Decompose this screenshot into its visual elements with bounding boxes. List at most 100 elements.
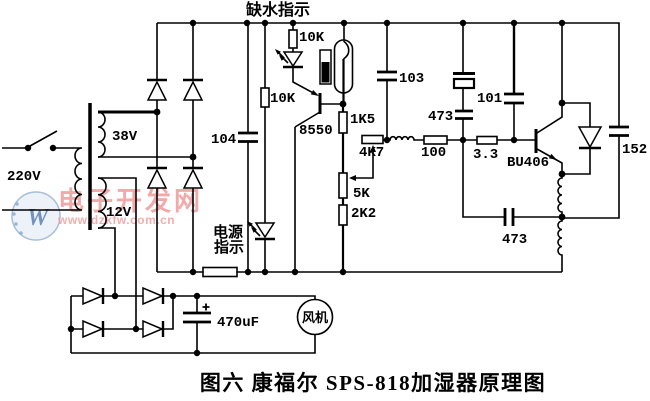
output-inductor — [557, 174, 563, 272]
capacitor-152-label: 152 — [622, 142, 647, 158]
bias-resistor-chain: 1K5 4K7 5K 2K2 — [338, 104, 387, 272]
power-indicator-label-1: 电源 — [213, 223, 243, 241]
float-switch-reed — [342, 40, 350, 60]
watermark-logo-dot — [19, 231, 23, 235]
ac-feed-wires — [98, 177, 137, 329]
capacitor-470uf-label: 470uF — [217, 315, 259, 331]
capacitor-473-osc-label: 473 — [428, 109, 453, 125]
diode — [142, 286, 164, 306]
bridge-rectifier-12v — [70, 177, 316, 354]
polarity-plus-sign — [202, 303, 210, 311]
diode-cathode-bars — [101, 288, 165, 337]
resonator-leads — [462, 23, 505, 218]
diode — [146, 80, 168, 101]
potentiometer-4k7 — [361, 134, 384, 145]
resistor-10k-base-label: 10K — [270, 91, 296, 107]
resistor-100 — [423, 135, 448, 145]
inductor-upper — [557, 174, 563, 217]
mains-primary-wiring — [2, 130, 83, 211]
feedback-inductor — [387, 135, 424, 141]
watermark-logo-dot — [15, 202, 19, 206]
diode — [182, 168, 204, 189]
watermark: W 电子开发网 www.dzkfw.com.cn — [11, 186, 203, 241]
water-low-indicator-label: 缺水指示 — [246, 0, 310, 19]
pnp-emitter-arrow — [310, 90, 319, 96]
transistor-bu406: BU406 — [507, 23, 563, 174]
switch-contact — [49, 144, 57, 152]
secondary-38v-winding — [97, 111, 106, 158]
capacitor-152: 152 — [609, 125, 647, 158]
top-supply-rail — [157, 22, 620, 219]
capacitor-473-feedback: 473 — [502, 208, 562, 248]
capacitor-152-plates — [609, 125, 629, 137]
inductor-lower — [557, 217, 563, 272]
resistor-100-label: 100 — [421, 145, 446, 161]
watermark-logo-dot — [14, 222, 18, 226]
power-indicator-label-2: 指示 — [214, 238, 244, 256]
led-emission-arrow — [279, 55, 285, 61]
capacitor-101-plates — [504, 92, 524, 105]
fan: 风机 — [296, 298, 334, 336]
winding-12v-label: 12V — [106, 205, 132, 221]
capacitor-473-fb-label: 473 — [502, 232, 527, 248]
junction-dots — [67, 19, 566, 357]
pot-4k7-wiper-arrow — [370, 145, 376, 152]
bridge-rectifier-38v — [146, 23, 204, 272]
transformer-section: 220V 38V 12V — [2, 103, 193, 230]
capacitor-470uf-plates — [183, 311, 211, 324]
float-switch — [319, 23, 354, 104]
fan-circle — [296, 298, 334, 336]
winding-38v-label: 38V — [112, 129, 138, 145]
diode — [82, 319, 104, 339]
led-emission-arrow — [247, 221, 253, 227]
capacitor-104: 104 — [211, 23, 258, 272]
diode — [82, 286, 104, 306]
power-led — [254, 222, 276, 239]
damper-diode-leads — [562, 102, 591, 175]
capacitor-103-plates — [377, 70, 397, 82]
oscillator-network: 100 3.3 — [387, 135, 535, 163]
capacitor-103-label: 103 — [399, 71, 424, 87]
water-low-indicator-branch: 10K 缺水指示 — [246, 0, 325, 94]
resistor-10k-water — [288, 29, 298, 49]
led-emission-arrow — [275, 49, 281, 55]
watermark-site-name: 电子开发网 — [58, 186, 203, 216]
diode — [146, 168, 168, 189]
capacitor-104-label: 104 — [211, 132, 236, 148]
float-magnet-fill — [321, 62, 330, 83]
resistor-2k2-label: 2K2 — [351, 206, 376, 222]
watermark-logo-dot — [12, 212, 16, 216]
pot-5k-wiper-arrow — [349, 175, 356, 181]
capacitor-473-osc-plates — [455, 109, 473, 120]
capacitor-104-plates — [238, 131, 258, 143]
damper-diode — [562, 102, 603, 175]
bridge-row2 — [70, 296, 174, 353]
led-emission-arrow — [251, 227, 257, 233]
diode — [577, 126, 603, 149]
secondary-12v-winding — [97, 177, 107, 229]
resistor-3-3-label: 3.3 — [473, 147, 498, 163]
capacitor-470uf: 470uF — [183, 296, 259, 353]
mains-voltage-label: 220V — [7, 169, 41, 185]
resistor-3-3 — [476, 135, 498, 145]
resistor-1k5 — [338, 111, 348, 134]
pot-5k-label: 5K — [353, 186, 370, 202]
transistor-bu406-label: BU406 — [507, 155, 549, 171]
resistor-10k-base — [260, 87, 270, 108]
watermark-logo-letter: W — [27, 205, 50, 231]
watermark-site-url: www.dzkfw.com.cn — [57, 213, 175, 227]
transistor-8550-label: 8550 — [299, 123, 333, 139]
capacitor-101: 101 — [477, 23, 524, 140]
capacitor-101-label: 101 — [477, 91, 502, 107]
bridge-row1 — [71, 295, 316, 300]
figure-caption: 图六 康福尔 SPS-818加湿器原理图 — [200, 371, 546, 395]
transistor-8550-leads — [294, 103, 343, 272]
resistor-1k5-label: 1K5 — [350, 112, 375, 128]
diode-cathode-bars — [147, 78, 203, 170]
transistor-bu406-leads — [536, 23, 563, 174]
bridge-bottom — [71, 335, 316, 354]
water-led — [282, 51, 304, 68]
diode — [142, 319, 164, 339]
